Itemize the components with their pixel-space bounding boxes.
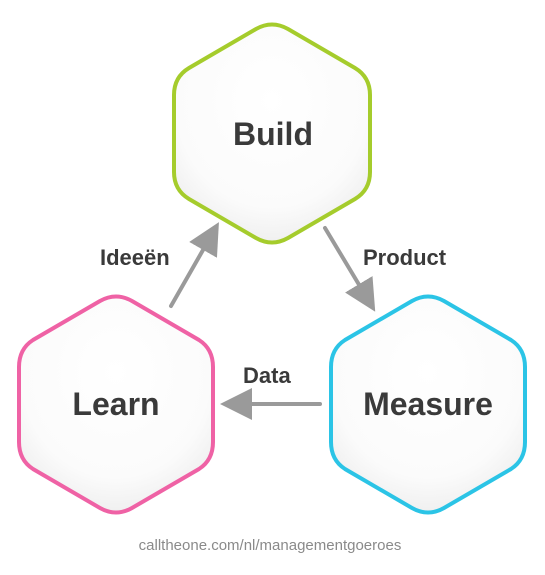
data-label: Data	[243, 363, 291, 388]
source-credit: calltheone.com/nl/managementgoeroes	[139, 537, 402, 554]
product-label: Product	[363, 245, 447, 270]
build-hexagon	[172, 22, 372, 245]
product-arrow-line	[323, 226, 376, 312]
measure-hexagon	[329, 294, 527, 515]
ideeen-label: Ideeën	[100, 245, 170, 270]
measure-label: Measure	[363, 386, 493, 422]
measure-node: Measure	[329, 294, 527, 515]
build-label: Build	[233, 116, 313, 152]
learn-label: Learn	[72, 386, 159, 422]
ideeen-arrow-line	[169, 222, 219, 308]
ideeen-arrow: Ideeën	[100, 222, 219, 308]
build-node: Build	[172, 22, 372, 245]
learn-hexagon	[17, 294, 215, 515]
data-arrow: Data	[220, 363, 322, 420]
learn-node: Learn	[17, 294, 215, 515]
product-arrow: Product	[323, 226, 447, 312]
